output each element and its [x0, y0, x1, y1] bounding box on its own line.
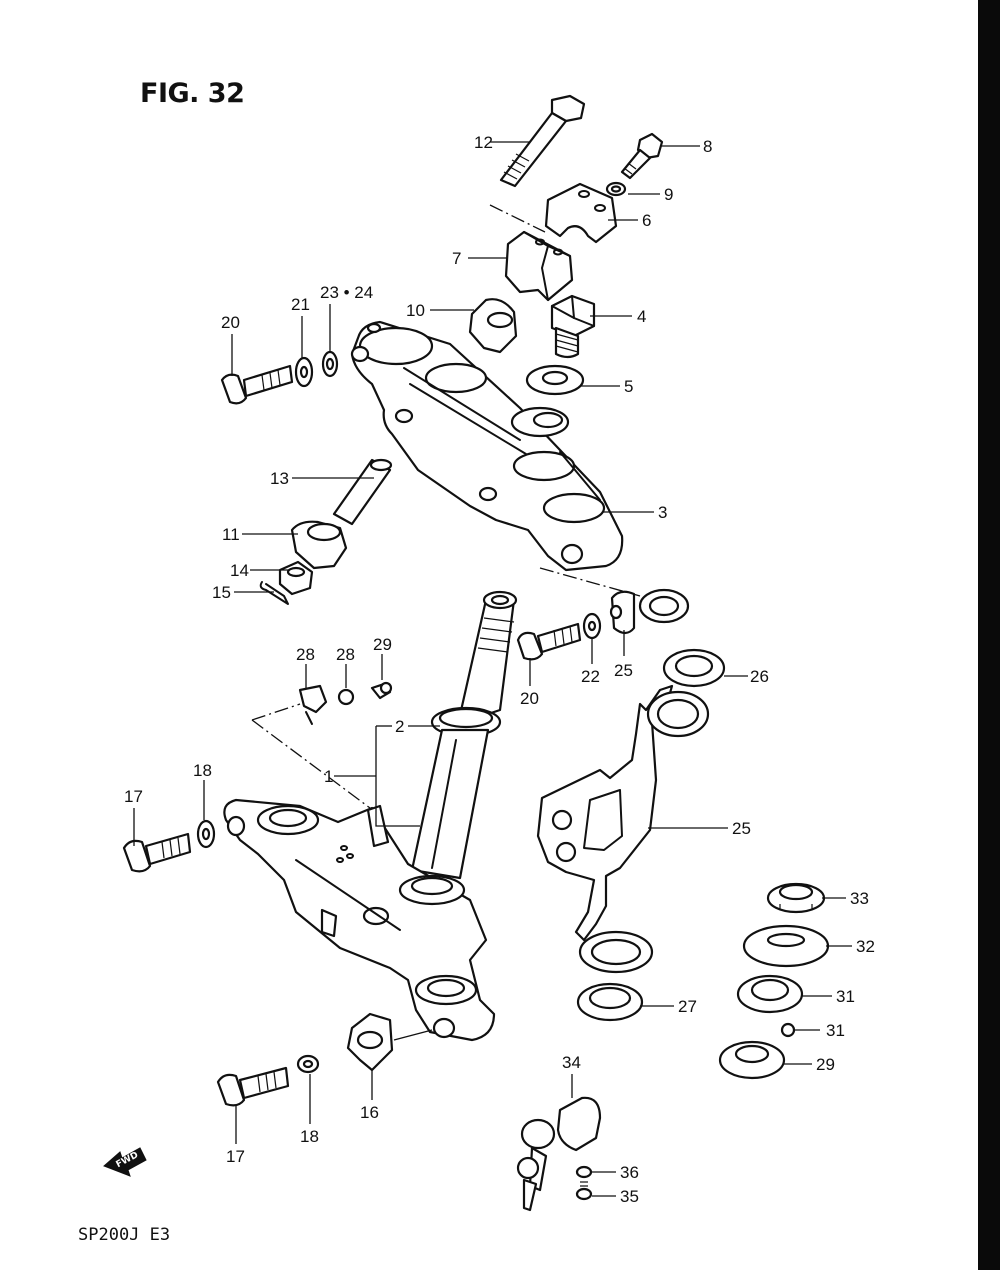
callout-13: 13 [270, 469, 289, 488]
upper-race-part [736, 974, 804, 1014]
callout-12: 12 [474, 133, 493, 152]
model-code: SP200J E3 [78, 1225, 171, 1245]
dust-seal-part [742, 924, 830, 968]
small-clamp-part [298, 684, 328, 725]
lower-holder-part [504, 230, 574, 302]
callout-31: 31 [826, 1021, 845, 1040]
spacer-part [332, 458, 393, 526]
callout-29: 29 [816, 1055, 835, 1074]
castle-nut-part [278, 560, 314, 596]
lower-bracket-part [223, 798, 496, 1042]
callout-23-24: 25 [732, 819, 751, 838]
callout-19: 20 [221, 313, 240, 332]
callout-9: 9 [664, 185, 673, 204]
callout-18b: 18 [300, 1127, 319, 1146]
assembly-line [539, 567, 641, 597]
upper-holder-part [544, 182, 618, 244]
page-edge-bar [978, 0, 1000, 1270]
upper-bracket-part [350, 320, 624, 572]
cotter-pin-part [259, 581, 289, 605]
callout-26: 28 [296, 645, 315, 664]
callout-34: 34 [562, 1053, 581, 1072]
clamp-part [609, 588, 690, 635]
stem-head-washer-part [525, 364, 585, 396]
cushion-rubber-part [576, 982, 644, 1022]
callout-30: 31 [836, 987, 855, 1006]
figure-title: FIG. 32 [140, 78, 245, 109]
upper-clamp-bolt-part [220, 364, 294, 405]
callout-17b: 17 [226, 1147, 245, 1166]
callout-20: 21 [291, 295, 310, 314]
callout-2: 2 [395, 717, 404, 736]
callout-36: 36 [620, 1163, 639, 1182]
assembly-line [251, 703, 301, 721]
callout-22: 25 [614, 661, 633, 680]
small-screw-part [575, 1181, 593, 1201]
callout-5: 5 [624, 377, 633, 396]
lower-cushion-part [290, 520, 348, 570]
fwd-arrow-icon: FWD [103, 1147, 147, 1177]
callout-16: 16 [360, 1103, 379, 1122]
upper-cushion-part [468, 298, 518, 354]
stem-nut-part [766, 882, 826, 914]
callout-19b: 20 [520, 689, 539, 708]
assembly-line [251, 719, 371, 809]
callout-35: 35 [620, 1187, 639, 1206]
hose-guide-part [346, 1012, 394, 1072]
callout-25: 26 [750, 667, 769, 686]
callout-4: 4 [637, 307, 646, 326]
steering-stem-part [410, 590, 518, 880]
callout-17: 17 [124, 787, 143, 806]
lower-race-part [718, 1040, 786, 1080]
callout-1: 1 [324, 767, 333, 786]
middle-clamp-bolt-part [516, 622, 582, 661]
lower-clamp-bolt-part [122, 832, 192, 873]
callout-6: 6 [642, 211, 651, 230]
callout-8: 8 [703, 137, 712, 156]
holder-bolt-part [620, 132, 664, 180]
cushion-rubber-part [662, 648, 726, 688]
callout-14: 14 [230, 561, 249, 580]
steel-ball-part [780, 1022, 796, 1038]
leader-lines [133, 141, 852, 1197]
callout-28: 28 [336, 645, 355, 664]
callout-11: 11 [222, 525, 240, 544]
headlamp-bracket-part [536, 684, 710, 974]
small-washer-part [337, 688, 355, 706]
steering-lock-part [516, 1096, 602, 1212]
callout-21: 23 • 24 [320, 283, 373, 302]
through-bolt-part [499, 94, 586, 188]
callout-15: 15 [212, 583, 231, 602]
callout-10: 10 [406, 301, 425, 320]
lower-clamp-bolt-part [216, 1066, 290, 1107]
callout-25b: 27 [678, 997, 697, 1016]
small-screw-part [370, 681, 393, 700]
assembly-line [489, 204, 546, 233]
callout-7: 7 [452, 249, 461, 268]
callout-33: 33 [850, 889, 869, 908]
callout-27: 29 [373, 635, 392, 654]
stem-head-bolt-part [550, 294, 596, 359]
callout-32: 32 [856, 937, 875, 956]
callout-18: 18 [193, 761, 212, 780]
callout-20b: 22 [581, 667, 600, 686]
small-washer-part [575, 1165, 593, 1179]
callout-3: 3 [658, 503, 667, 522]
